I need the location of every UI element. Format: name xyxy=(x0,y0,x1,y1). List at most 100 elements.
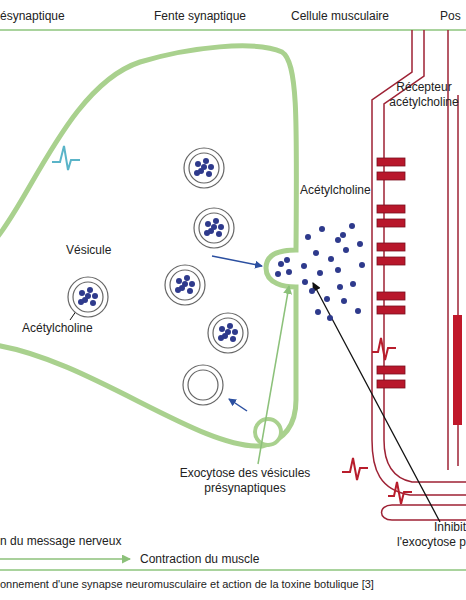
leader-arrow xyxy=(258,286,289,464)
acetylcholine-molecule xyxy=(187,288,193,294)
acetylcholine-molecule xyxy=(315,309,321,315)
vesicle xyxy=(194,208,234,248)
acetylcholine-molecule xyxy=(201,164,207,170)
acetylcholine-molecule xyxy=(79,290,85,296)
part-label: Acétylcholine xyxy=(300,183,380,198)
acetylcholine-molecule xyxy=(189,281,195,287)
vesicle-membrane xyxy=(189,153,219,183)
vesicle xyxy=(208,313,248,353)
acetylcholine-molecule xyxy=(341,298,347,304)
callout-label: Inhibit l'exocytose p xyxy=(376,520,466,550)
vesicle-membrane xyxy=(188,370,218,400)
legend-text: n du message nerveux xyxy=(0,534,200,549)
acetylcholine-molecule xyxy=(355,308,361,314)
acetylcholine-molecule xyxy=(309,288,315,294)
acetylcholine-receptor xyxy=(377,257,405,265)
muscle-membrane xyxy=(384,30,466,482)
column-heading: Cellule musculaire xyxy=(275,9,405,24)
acetylcholine-molecule xyxy=(343,247,349,253)
nerve-impulse xyxy=(52,146,80,170)
caption: onnement d'une synapse neuromusculaire e… xyxy=(0,577,466,592)
acetylcholine-molecule xyxy=(213,218,219,224)
vesicle xyxy=(68,277,108,317)
column-heading: Fente synaptique xyxy=(140,9,260,24)
acetylcholine-molecule xyxy=(278,261,284,267)
acetylcholine-molecule xyxy=(175,287,181,293)
acetylcholine-molecule xyxy=(216,231,222,237)
acetylcholine-molecule xyxy=(337,284,343,290)
muscle-impulse xyxy=(342,458,368,480)
acetylcholine-receptor xyxy=(377,380,405,388)
acetylcholine-molecule xyxy=(194,170,200,176)
acetylcholine-molecule xyxy=(302,279,308,285)
acetylcholine-molecule xyxy=(324,296,330,302)
acetylcholine-molecule xyxy=(359,262,365,268)
muscle-membrane xyxy=(372,30,466,495)
part-label: Vésicule xyxy=(66,243,136,258)
acetylcholine-molecule xyxy=(211,224,217,230)
acetylcholine-molecule xyxy=(85,293,91,299)
acetylcholine-receptor xyxy=(377,205,405,213)
vesicle-membrane xyxy=(170,270,200,300)
acetylcholine-receptor xyxy=(377,243,405,251)
acetylcholine-molecule xyxy=(317,270,323,276)
acetylcholine-molecule xyxy=(305,234,311,240)
vesicle xyxy=(183,365,223,405)
acetylcholine-molecule xyxy=(327,315,333,321)
myofibril xyxy=(453,315,462,425)
acetylcholine-molecule xyxy=(349,223,355,229)
acetylcholine-molecule xyxy=(218,224,224,230)
acetylcholine-molecule xyxy=(176,278,182,284)
presynaptic-terminal xyxy=(0,46,296,446)
acetylcholine-molecule xyxy=(227,323,233,329)
acetylcholine-molecule xyxy=(301,263,307,269)
caption-rule xyxy=(0,569,466,571)
acetylcholine-molecule xyxy=(78,299,84,305)
vesicle-arrow xyxy=(229,399,247,411)
part-label: Récepteur acétylcholine xyxy=(383,80,465,110)
acetylcholine-molecule xyxy=(357,241,363,247)
callout-label: Exocytose des vésicules présynaptiques xyxy=(165,466,325,496)
vesicle-arrow xyxy=(212,256,262,266)
acetylcholine-receptor xyxy=(377,306,405,314)
part-label: Acétylcholine xyxy=(22,321,122,336)
vesicle xyxy=(184,148,224,188)
acetylcholine-molecule xyxy=(218,335,224,341)
decoration xyxy=(68,148,405,405)
acetylcholine-molecule xyxy=(208,164,214,170)
acetylcholine-molecule xyxy=(335,267,341,273)
muscle-impulse xyxy=(388,482,412,504)
acetylcholine-molecule xyxy=(206,171,212,177)
acetylcholine-molecule xyxy=(340,232,346,238)
acetylcholine-receptor xyxy=(377,158,405,166)
header-rule xyxy=(0,29,466,31)
acetylcholine-molecule xyxy=(328,256,334,262)
muscle-impulse xyxy=(372,338,396,360)
legend-sample xyxy=(0,558,130,560)
acetylcholine-molecule xyxy=(92,293,98,299)
vesicle xyxy=(165,265,205,305)
acetylcholine-receptor xyxy=(377,366,405,374)
acetylcholine-molecule xyxy=(313,250,319,256)
acetylcholine-molecule xyxy=(335,237,341,243)
acetylcholine-receptor xyxy=(377,219,405,227)
acetylcholine-receptor xyxy=(377,292,405,300)
acetylcholine-molecule xyxy=(204,230,210,236)
acetylcholine-molecule xyxy=(184,275,190,281)
acetylcholine-molecule xyxy=(90,300,96,306)
acetylcholine-molecule xyxy=(232,329,238,335)
acetylcholine-molecule xyxy=(195,161,201,167)
acetylcholine-molecule xyxy=(203,158,209,164)
vesicle-membrane xyxy=(199,213,229,243)
vesicle-membrane xyxy=(73,282,103,312)
vesicle-membrane xyxy=(213,318,243,348)
acetylcholine-molecule xyxy=(286,269,292,275)
endocytosis-loop xyxy=(255,419,281,445)
acetylcholine-molecule xyxy=(230,336,236,342)
acetylcholine-molecule xyxy=(219,326,225,332)
acetylcholine-molecule xyxy=(182,281,188,287)
column-heading: ésynaptique xyxy=(0,9,90,24)
acetylcholine-molecule xyxy=(284,257,290,263)
